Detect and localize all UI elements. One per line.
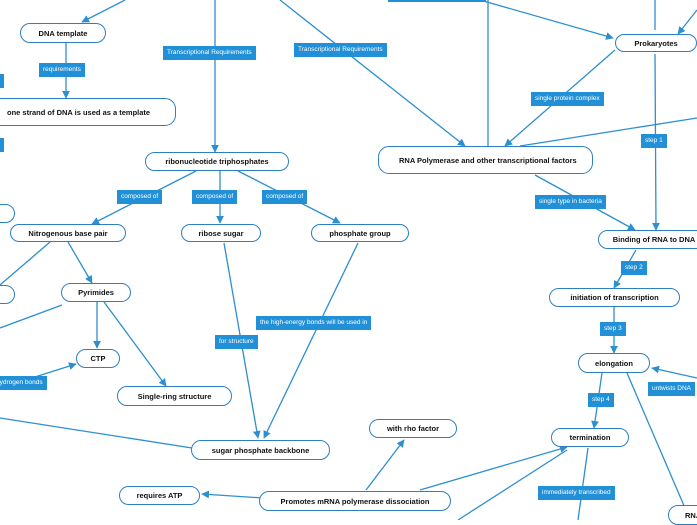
node-binding[interactable]: Binding of RNA to DNA (598, 230, 697, 249)
label-step-4: step 4 (588, 393, 614, 407)
node-ribose[interactable]: ribose sugar (181, 224, 261, 242)
label-composed-of-2: composed of (192, 190, 238, 204)
node-prokaryotes[interactable]: Prokaryotes (615, 34, 697, 52)
node-phosphate[interactable]: phosphate group (311, 224, 409, 242)
label-cutoff-top (388, 0, 486, 2)
node-elongation[interactable]: elongation (578, 353, 650, 373)
node-promotes[interactable]: Promotes mRNA polymerase dissociation (259, 491, 451, 511)
node-pyrimides[interactable]: Pyrimides (61, 283, 131, 302)
label-hydrogen-bonds: hydrogen bonds (0, 376, 47, 390)
label-requirements: requirements (39, 63, 85, 77)
label-immediately-transcribed: immediately transcribed (538, 486, 615, 500)
label-transcriptional-requirements-1: Transcriptional Requirements (163, 46, 256, 60)
label-transcriptional-requirements-2: Transcriptional Requirements (294, 43, 387, 57)
label-composed-of-1: composed of (117, 190, 163, 204)
node-sugar-backbone[interactable]: sugar phosphate backbone (191, 440, 330, 460)
node-ribonucleotide[interactable]: ribonucleotide triphosphates (145, 152, 289, 171)
label-step-1: step 1 (641, 134, 667, 148)
node-requires-atp[interactable]: requires ATP (119, 486, 200, 505)
node-single-ring[interactable]: Single-ring structure (117, 386, 232, 406)
label-cutoff-2 (0, 138, 4, 152)
node-initiation[interactable]: initiation of transcription (549, 288, 680, 307)
label-step-3: step 3 (600, 322, 626, 336)
node-cutoff-2[interactable] (0, 285, 15, 304)
label-untwists-dna: untwists DNA (648, 382, 696, 396)
label-single-protein-complex: single protein complex (531, 92, 604, 106)
node-termination[interactable]: termination (551, 428, 629, 447)
node-rna-polymerase[interactable]: RNA Polymerase and other transcriptional… (378, 146, 593, 174)
label-for-structure: for structure (215, 335, 258, 349)
node-with-rho[interactable]: with rho factor (369, 419, 457, 438)
node-dna-template[interactable]: DNA template (20, 23, 106, 43)
node-ctp[interactable]: CTP (76, 349, 120, 368)
node-rna-partial[interactable]: RNA (668, 505, 697, 525)
node-nitrogenous[interactable]: Nitrogenous base pair (10, 224, 126, 242)
label-cutoff-1 (0, 74, 4, 88)
label-composed-of-3: composed of (262, 190, 308, 204)
node-one-strand[interactable]: one strand of DNA is used as a template (0, 98, 176, 126)
label-step-2: step 2 (621, 261, 647, 275)
label-single-type: single type in bacteria (535, 195, 606, 209)
label-high-energy: the high-energy bonds will be used in (256, 316, 372, 330)
node-cutoff-1[interactable] (0, 204, 15, 223)
